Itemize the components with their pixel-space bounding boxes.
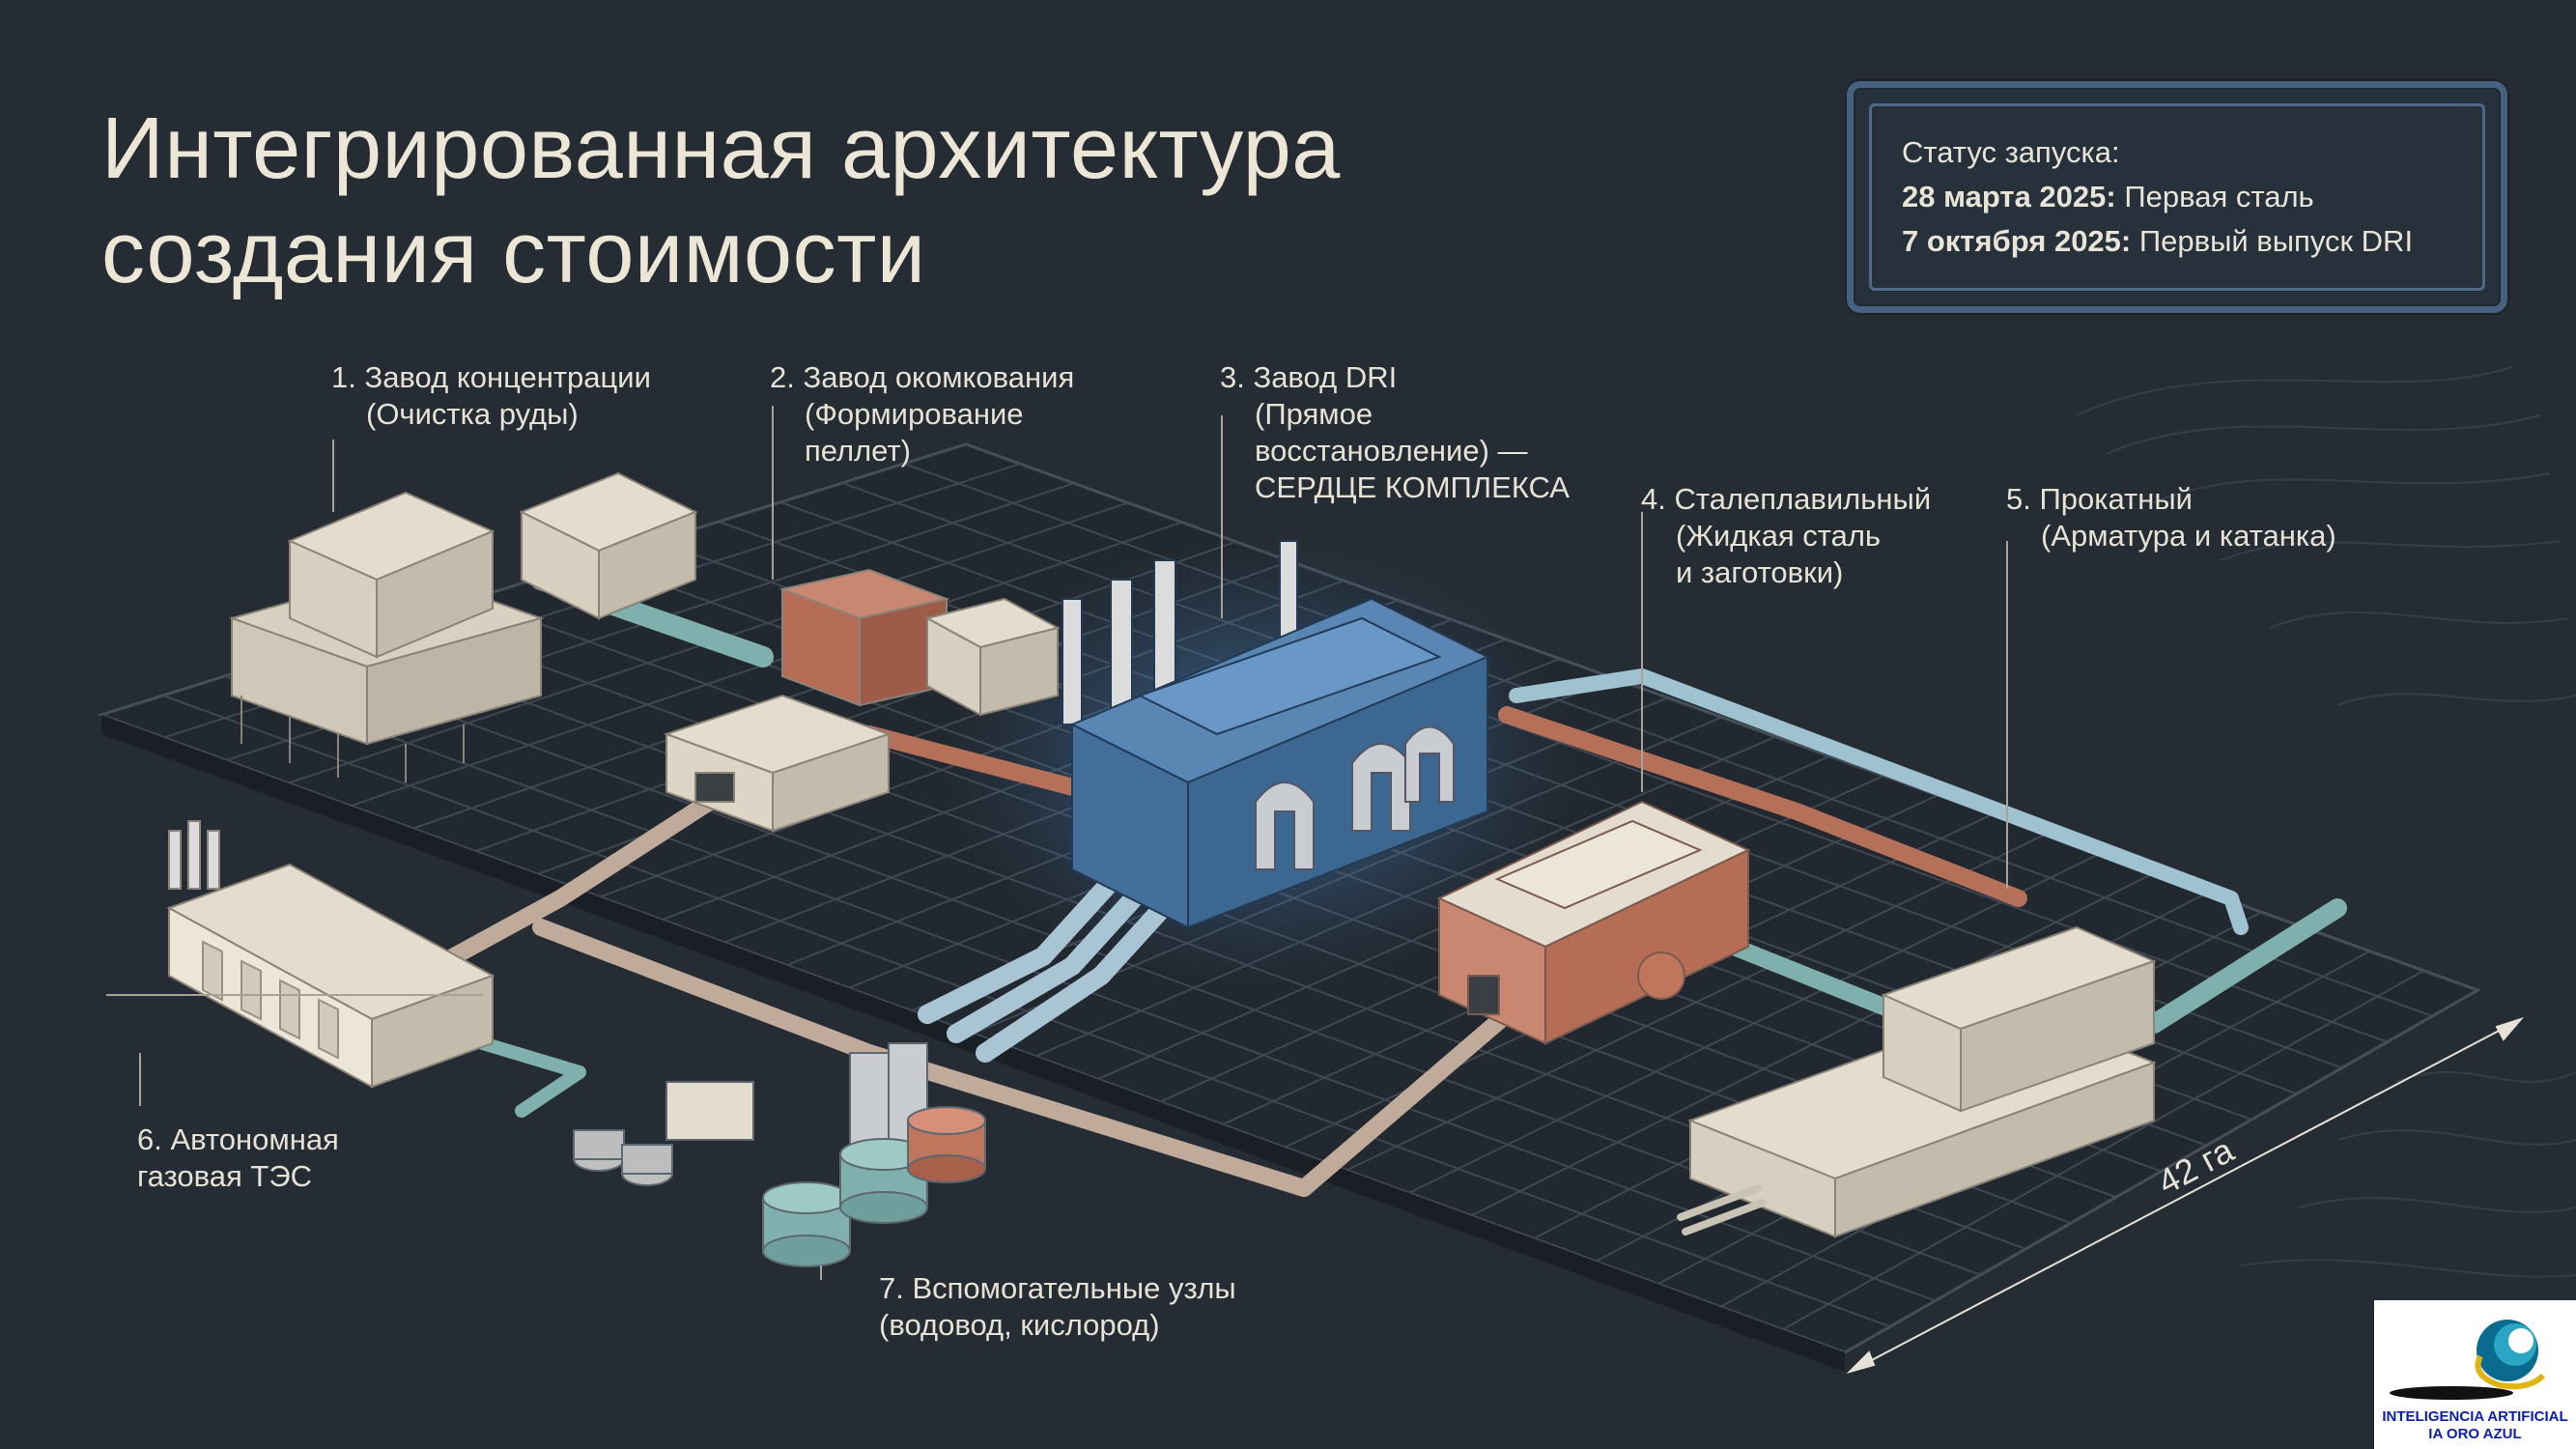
label-line: 4. Сталеплавильный [1641, 482, 1932, 516]
status-heading: Статус запуска: [1902, 135, 2120, 169]
pipe-rust-3-4 [1498, 706, 2027, 907]
status-event: Первый выпуск DRI [2131, 224, 2414, 258]
label-line: (водовод, кислород) [879, 1308, 1160, 1342]
ground-edge [101, 715, 1845, 1372]
title-line-2: создания стоимости [101, 205, 926, 301]
brand-logo: INTELIGENCIA ARTIFICIAL IA ORO AZUL [2374, 1300, 2576, 1449]
pipe-rust-2-3 [861, 725, 1100, 801]
contour-lines [2076, 366, 2576, 1278]
grid-line [162, 695, 1891, 1328]
building-pelletizing [663, 568, 1061, 833]
label-steelmaking-plant: 4. Сталеплавильный (Жидкая сталь и загот… [1641, 481, 1931, 591]
status-date: 28 марта 2025: [1902, 180, 2116, 213]
label-line: (Арматура и катанка) [2041, 519, 2336, 553]
logo-line-2: IA ORO AZUL [2428, 1426, 2522, 1442]
label-line: и заготовки) [1676, 555, 1844, 589]
label-line: (Очистка руды) [366, 397, 579, 431]
title-line-1: Интегрированная архитектура [101, 100, 1341, 197]
status-text: Статус запуска: 28 марта 2025: Первая ст… [1902, 130, 2413, 264]
pipe-blue-top [1509, 668, 2249, 935]
building-concentration [228, 471, 698, 782]
building-dri [1062, 540, 1490, 929]
status-panel-frame [1869, 103, 2485, 291]
page-title: Интегрированная архитектура создания сто… [101, 97, 1341, 305]
label-line: 1. Завод концентрации [331, 360, 651, 394]
status-event: Первая сталь [2115, 180, 2314, 213]
label-line: (Формирование [805, 397, 1024, 431]
pipe-teal-power [476, 1037, 586, 1118]
label-line: газовая ТЭС [137, 1159, 312, 1193]
logo-icon [2390, 1320, 2546, 1400]
pipe-beige-to-steel [1295, 1006, 1515, 1197]
building-steelmaking [1436, 800, 1751, 1045]
status-date: 7 октября 2025: [1902, 224, 2132, 258]
dimension-line [1846, 1016, 2525, 1374]
label-rolling-mill: 5. Прокатный (Арматура и катанка) [2006, 481, 2336, 554]
label-auxiliary-nodes: 7. Вспомогательные узлы (водовод, кислор… [879, 1270, 1236, 1344]
label-line: 5. Прокатный [2006, 482, 2193, 516]
label-concentration-plant: 1. Завод концентрации (Очистка руды) [331, 359, 651, 433]
pipe-beige-main [445, 783, 733, 965]
label-line: 2. Завод окомкования [770, 360, 1075, 394]
status-item-first-steel: 28 марта 2025: Первая сталь [1902, 175, 2413, 219]
label-leaders [106, 406, 2008, 1280]
building-rolling [1677, 925, 2157, 1238]
label-dri-plant: 3. Завод DRI (Прямое восстановление) — С… [1220, 359, 1570, 506]
label-line: (Жидкая сталь [1676, 519, 1882, 553]
auxiliary-nodes [573, 1042, 986, 1267]
building-power-plant [166, 820, 495, 1089]
logo-line-1: INTELIGENCIA ARTIFICIAL [2382, 1408, 2568, 1425]
launch-status-panel: Статус запуска: 28 марта 2025: Первая ст… [1847, 81, 2507, 313]
label-line: восстановление) — [1255, 434, 1528, 468]
pipe-teal-rolling [2144, 898, 2347, 1034]
status-item-first-dri: 7 октября 2025: Первый выпуск DRI [1902, 219, 2413, 264]
label-gas-power-plant: 6. Автономная газовая ТЭС [137, 1122, 339, 1195]
label-line: СЕРДЦЕ КОМПЛЕКСА [1255, 470, 1570, 504]
label-line: (Прямое [1255, 397, 1373, 431]
label-line: 6. Автономная [137, 1122, 339, 1156]
label-pelletizing-plant: 2. Завод окомкования (Формирование пелле… [770, 359, 1074, 469]
label-line: 3. Завод DRI [1220, 360, 1398, 394]
label-line: 7. Вспомогательные узлы [879, 1271, 1236, 1305]
label-line: пеллет) [805, 434, 911, 468]
